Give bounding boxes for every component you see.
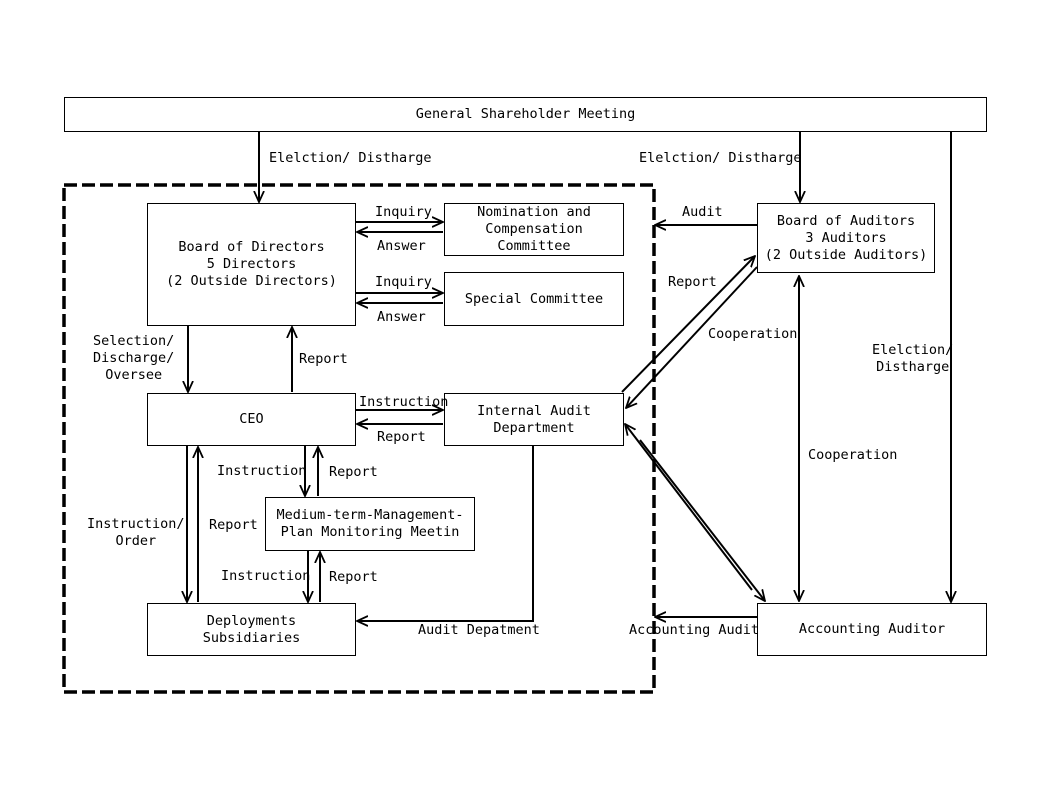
label-instruction-ceo-iad: Instruction <box>359 394 449 410</box>
label-election-right: Elelction/ Distharge <box>872 342 954 375</box>
label-instruction-ceo-mtp: Instruction <box>217 463 307 479</box>
label-selection-discharge: Selection/ Discharge/ Oversee <box>93 333 175 383</box>
arrow-audit-department <box>357 446 534 621</box>
general-shareholder-meeting-box: General Shareholder Meeting <box>64 97 987 132</box>
label-answer-2: Answer <box>377 309 426 325</box>
board-of-auditors-box: Board of Auditors 3 Auditors (2 Outside … <box>757 203 935 273</box>
label-cooperation-2: Cooperation <box>808 447 898 463</box>
label-audit-department: Audit Depatment <box>418 622 540 638</box>
label-report-iad-boa: Report <box>668 274 717 290</box>
label-report-iad-ceo: Report <box>377 429 426 445</box>
label-report-mtp-ceo: Report <box>329 464 378 480</box>
label-instruction-mtp-subs: Instruction <box>221 568 311 584</box>
company-boundary <box>62 183 656 694</box>
arrow-boa-to-iad <box>626 266 758 408</box>
label-audit: Audit <box>682 204 723 220</box>
arrow-auditor-to-iad <box>625 424 753 591</box>
accounting-auditor-box: Accounting Auditor <box>757 603 987 656</box>
special-committee-box: Special Committee <box>444 272 624 326</box>
nomination-compensation-committee-box: Nomination and Compensation Committee <box>444 203 624 256</box>
label-cooperation-1: Cooperation <box>708 326 798 342</box>
arrow-iad-to-auditor <box>639 439 765 601</box>
label-inquiry-2: Inquiry <box>375 274 432 290</box>
label-report-subs-ceo: Report <box>209 517 258 533</box>
label-election-left: Elelction/ Distharge <box>269 150 432 166</box>
label-answer-1: Answer <box>377 238 426 254</box>
label-accounting-audit: Accounting Audit <box>629 622 760 638</box>
ceo-box: CEO <box>147 393 356 446</box>
label-instruction-order: Instruction/ Order <box>87 516 185 549</box>
deployments-subsidiaries-box: Deployments Subsidiaries <box>147 603 356 656</box>
label-election-mid: Elelction/ Distharge <box>639 150 802 166</box>
internal-audit-department-box: Internal Audit Department <box>444 393 624 446</box>
arrow-iad-to-boa <box>621 256 755 393</box>
board-of-directors-box: Board of Directors 5 Directors (2 Outsid… <box>147 203 356 326</box>
label-report-ceo-bod: Report <box>299 351 348 367</box>
label-inquiry-1: Inquiry <box>375 204 432 220</box>
mtp-monitoring-meeting-box: Medium-term-Management- Plan Monitoring … <box>265 497 475 551</box>
label-report-subs-mtp: Report <box>329 569 378 585</box>
